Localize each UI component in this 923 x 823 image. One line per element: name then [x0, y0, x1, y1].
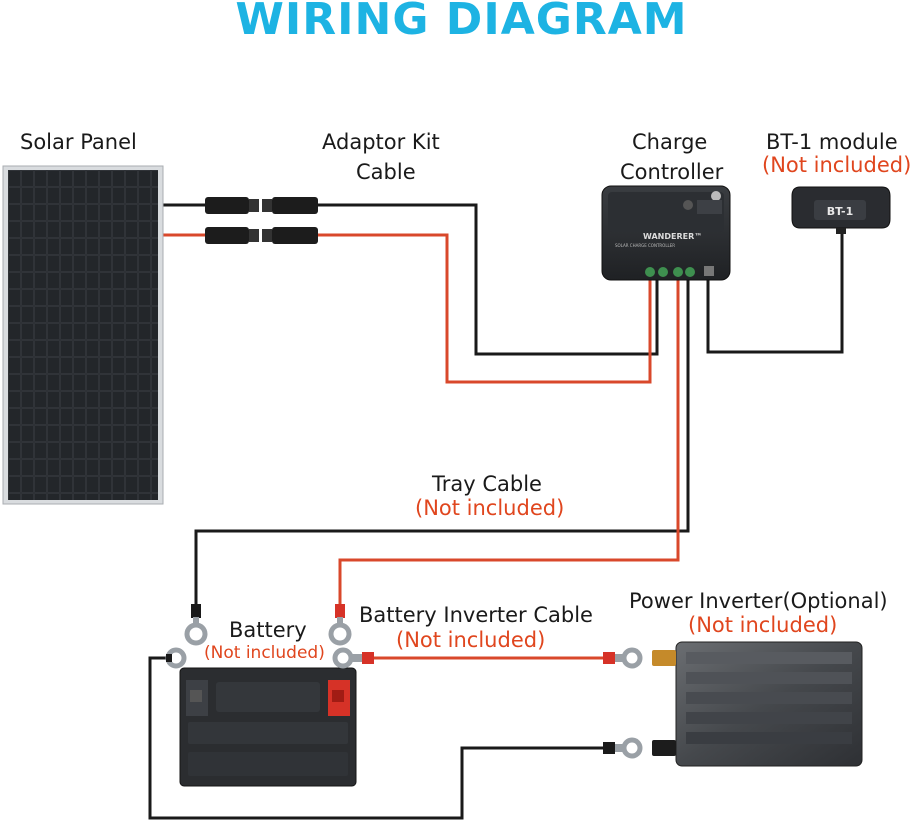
adaptor-kit-label-line2: Cable: [356, 160, 416, 184]
battery-label: Battery: [229, 618, 307, 642]
wire-bt1: [706, 232, 844, 354]
charge-controller-label-line2: Controller: [620, 160, 724, 184]
wire-pv-positive: [163, 233, 652, 384]
mc4-connector-icon: [205, 197, 318, 244]
bt1-module-icon: BT-1: [791, 186, 891, 234]
page-title: WIRING DIAGRAM: [235, 0, 688, 45]
controller-brand-text: WANDERER™: [643, 232, 702, 241]
battery-icon: [179, 667, 357, 787]
wire-tray-negative: [194, 278, 690, 610]
battery-note: (Not included): [204, 643, 325, 663]
tray-cable-label: Tray Cable: [432, 472, 542, 496]
solar-panel-icon: [2, 165, 164, 505]
battery-inverter-cable-note: (Not included): [396, 628, 546, 652]
wire-inverter-negative: [148, 656, 608, 820]
adaptor-kit-label-line1: Adaptor Kit: [322, 130, 440, 154]
charge-controller-icon: WANDERER™ SOLAR CHARGE CONTROLLER: [601, 185, 731, 281]
power-inverter-note: (Not included): [688, 613, 838, 637]
bt1-module-note: (Not included): [762, 153, 912, 177]
wire-tray-positive: [338, 278, 680, 610]
battery-inverter-cable-label: Battery Inverter Cable: [359, 603, 593, 627]
bt1-module-label: BT-1 module: [766, 130, 898, 154]
wire-pv-negative: [163, 203, 659, 356]
tray-cable-note: (Not included): [415, 496, 565, 520]
bt1-face-text: BT-1: [827, 205, 854, 218]
power-inverter-icon: [652, 641, 863, 767]
charge-controller-label-line1: Charge: [632, 130, 708, 154]
controller-sub-text: SOLAR CHARGE CONTROLLER: [615, 243, 675, 248]
solar-panel-label: Solar Panel: [20, 130, 137, 154]
ring-terminal-icon: [165, 604, 643, 759]
power-inverter-label: Power Inverter(Optional): [629, 589, 888, 613]
